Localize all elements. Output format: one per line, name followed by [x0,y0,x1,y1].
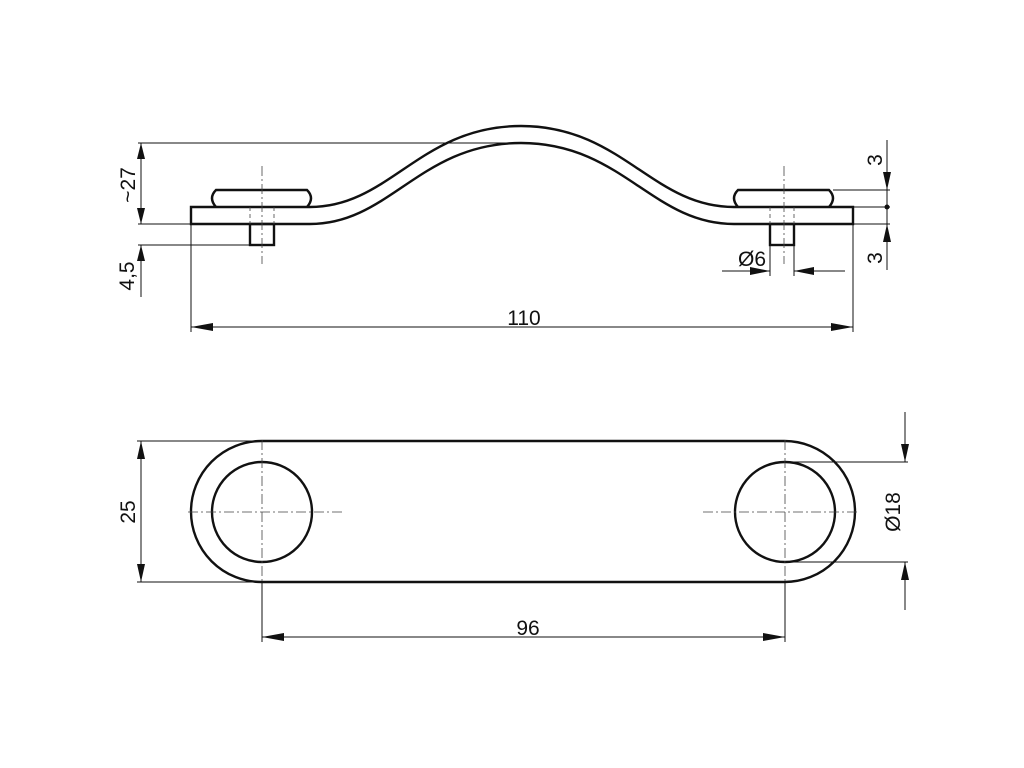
top-view: 25 96 Ø18 [117,412,909,642]
width-dimension: 25 [117,500,140,523]
hole-centerlines [188,440,860,590]
right-pin [768,222,796,247]
hidden-lines [249,207,795,224]
pin-diameter-dimension: Ø6 [738,248,766,271]
overall-length-dimension: 110 [507,307,540,330]
hole-spacing-dimension: 96 [516,617,539,640]
hole-diameter-dimension: Ø18 [882,492,905,532]
right-pad [732,188,835,208]
handle-base-outline [189,439,857,584]
pin-centerlines [261,166,785,264]
handle-profile [189,124,855,226]
side-view: ~27 4,5 110 3 3 Ø6 [116,124,891,332]
pin-length-dimension: 4,5 [116,261,139,290]
height-dimension: ~27 [117,167,140,203]
pad-thickness-dimension: 3 [864,154,887,166]
left-pad [210,188,313,208]
plate-thickness-dimension: 3 [864,252,887,264]
